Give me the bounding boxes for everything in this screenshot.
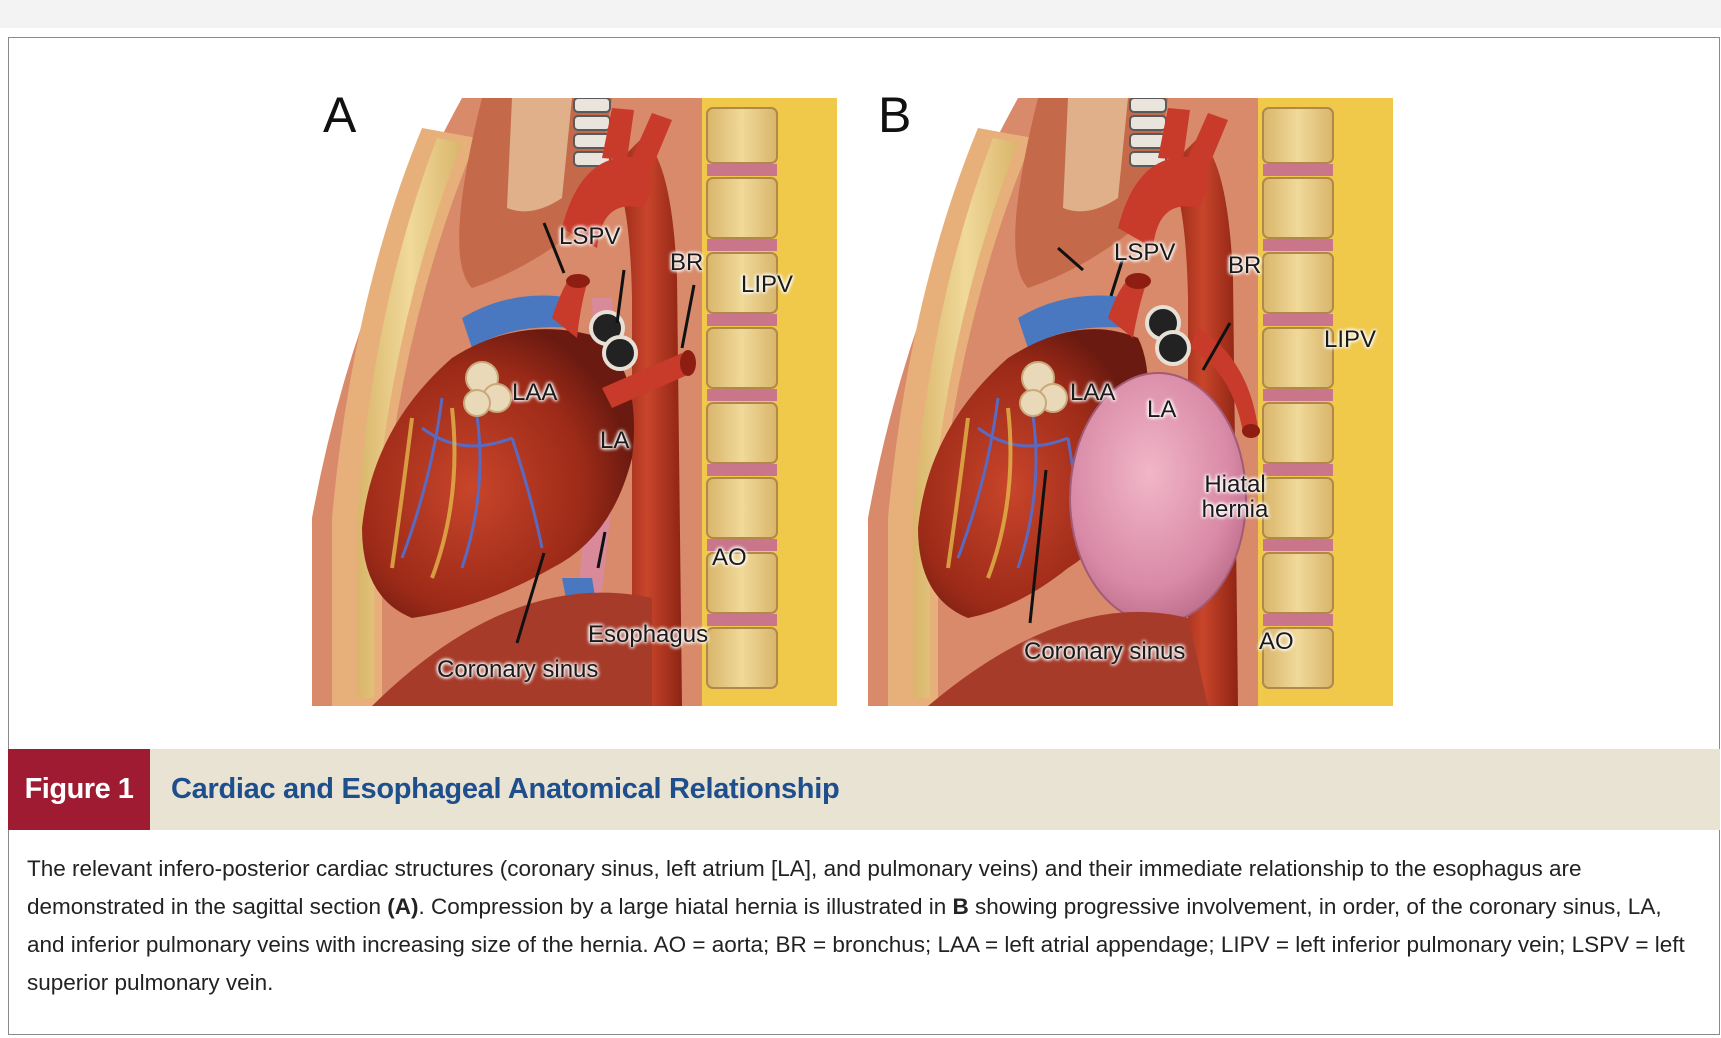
legend-ref-b: B [952,894,968,919]
label-la-b: LA [1147,397,1176,422]
label-esophagus: Esophagus [588,622,708,647]
label-hiatal-hernia: Hiatal hernia [1190,472,1280,522]
label-br: BR [670,250,703,275]
label-br-b: BR [1228,253,1261,278]
label-coronary-sinus: Coronary sinus [437,657,598,682]
label-lspv: LSPV [559,224,620,249]
label-laa-b: LAA [1070,380,1115,405]
sagittal-section-b-drawing [868,98,1393,706]
panel-b-illustration [868,98,1393,706]
label-lipv-b: LIPV [1324,327,1376,352]
label-ao-b: AO [1259,629,1294,654]
figure-legend: The relevant infero-posterior cardiac st… [27,850,1692,1002]
sagittal-section-a-drawing [312,98,837,706]
figure-number-tag: Figure 1 [8,749,150,830]
label-laa: LAA [512,380,557,405]
legend-ref-a: (A) [387,894,418,919]
figure-title: Cardiac and Esophageal Anatomical Relati… [171,749,839,830]
label-ao: AO [712,545,747,570]
figure-caption-bar: Figure 1 Cardiac and Esophageal Anatomic… [8,749,1720,830]
top-strip [0,0,1721,28]
legend-text-2: . Compression by a large hiatal hernia i… [418,894,952,919]
panel-a-illustration [312,98,837,706]
label-la: LA [600,428,629,453]
label-lspv-b: LSPV [1114,240,1175,265]
label-lipv: LIPV [741,272,793,297]
label-coronary-sinus-b: Coronary sinus [1024,639,1185,664]
